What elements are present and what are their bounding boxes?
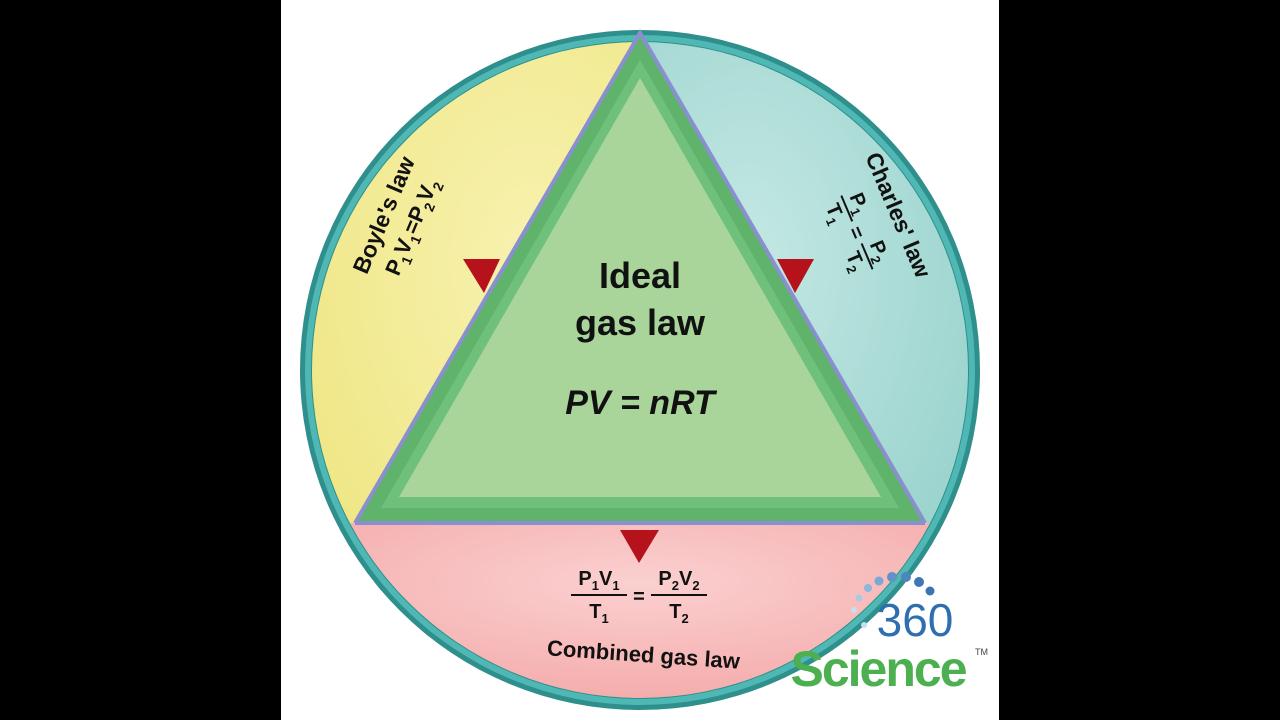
arrow-down-icon (620, 530, 659, 563)
boyle-law-equation: P1V1=P2V2 (380, 174, 447, 280)
svg-text:=: = (633, 586, 645, 608)
svg-text:P1V1: P1V1 (578, 568, 619, 593)
triangle-edge (353, 29, 927, 525)
svg-text:T1: T1 (589, 601, 608, 626)
center-title-line2: gas law (575, 302, 706, 343)
diagram-panel: Ideal gas law PV = nRT Boyle's law P1V1=… (281, 0, 999, 720)
logo-number: 360 (877, 594, 954, 646)
gas-laws-diagram: Ideal gas law PV = nRT Boyle's law P1V1=… (300, 29, 988, 710)
ideal-gas-equation: PV = nRT (565, 384, 718, 422)
logo-dots-icon (851, 572, 935, 628)
logo-word: Science (790, 641, 966, 697)
center-title-line1: Ideal (599, 255, 681, 296)
arrow-down-icon (463, 259, 500, 293)
arrow-down-icon (777, 259, 814, 293)
svg-text:T2: T2 (669, 601, 688, 626)
boyle-law-label: Boyle's law P1V1=P2V2 (347, 152, 447, 280)
logo-trademark: TM (975, 647, 988, 657)
svg-text:P2V2: P2V2 (658, 568, 699, 593)
combined-law-equation: P1V1 T1 = P2V2 T2 (571, 568, 707, 626)
science-360-logo: 360 Science TM (790, 572, 988, 697)
